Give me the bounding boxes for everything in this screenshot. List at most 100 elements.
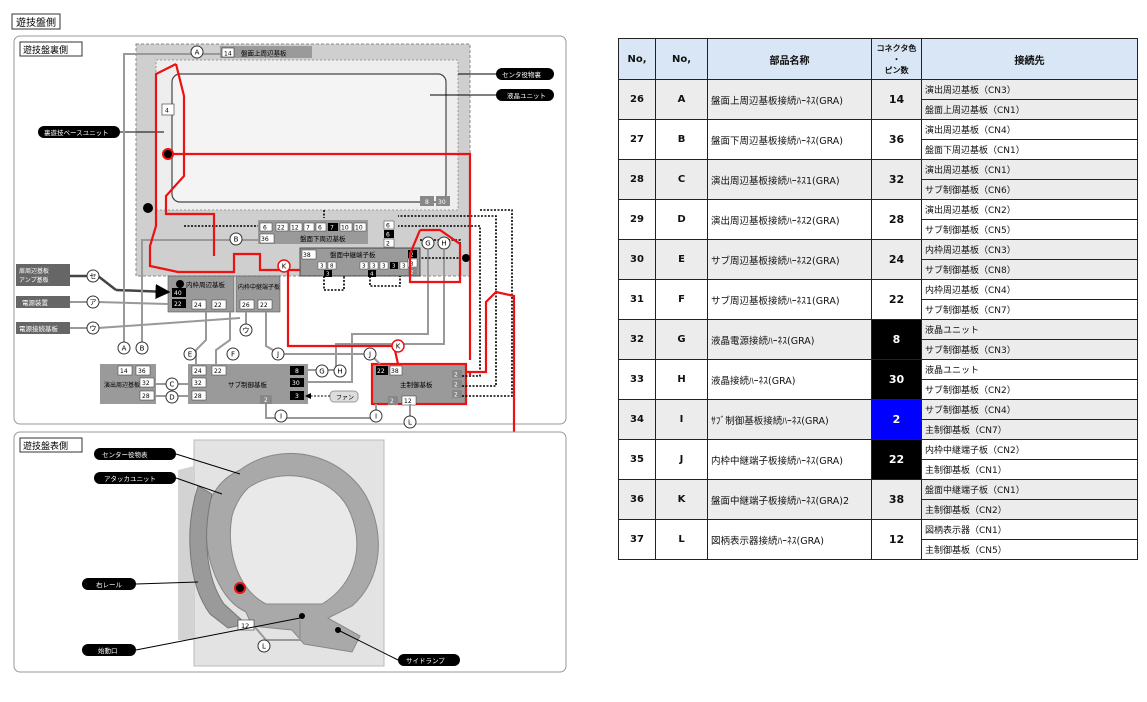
board-lower-label: 盤面下周辺基板 <box>300 234 346 243</box>
pin-lower-3: 6 <box>318 225 322 232</box>
header-id: No, <box>655 38 708 80</box>
bubble-a1: A <box>195 49 200 57</box>
pin-perf-32: 32 <box>142 380 150 387</box>
row-pins: 14 <box>871 79 922 120</box>
table-row-sub: サブ制御基板（CN6） <box>619 179 1138 200</box>
bubble-u2: ウ <box>90 325 97 333</box>
pin-perf-28: 28 <box>142 393 150 400</box>
pin-relay-s1: 4 <box>370 272 374 278</box>
front-panel-title: 遊技盤表側 <box>23 440 68 452</box>
row-pins: 8 <box>871 319 922 360</box>
pin-lower-5: 10 <box>341 225 349 232</box>
bubble-g1: G <box>319 368 324 376</box>
pin-ir-22: 22 <box>260 302 268 309</box>
label-back-base: 裏遊技ベースユニット <box>44 128 109 137</box>
row-id: H <box>655 359 708 400</box>
bubble-b1: B <box>234 236 239 244</box>
row-id: I <box>655 399 708 440</box>
bubble-j1: J <box>276 351 279 359</box>
pin-main-r2: 2 <box>454 392 458 399</box>
pin-relay-1: 8 <box>330 264 334 270</box>
pin-sub-24: 24 <box>194 368 202 375</box>
row-pins: 2 <box>871 399 922 440</box>
label-power: 電源装置 <box>22 298 49 307</box>
row-no: 34 <box>618 399 656 440</box>
table-row-sub: 盤面上周辺基板（CN1） <box>619 99 1138 120</box>
row-name: 内枠中継端子板接続ﾊｰﾈｽ(GRA) <box>707 439 872 480</box>
row-id: L <box>655 519 708 560</box>
label-front-center: センター役物表 <box>102 450 148 459</box>
bubble-f: F <box>231 351 235 359</box>
pin-ip-22: 22 <box>174 301 182 308</box>
pin-lcd-30: 30 <box>438 199 446 206</box>
pin-relay-r0: 2 <box>410 253 414 259</box>
row-dest-to: 主制御基板（CN1） <box>921 459 1138 480</box>
row-dest-to: サブ制御基板（CN3） <box>921 339 1138 360</box>
row-dest-to: サブ制御基板（CN6） <box>921 179 1138 200</box>
pin-upper-a: 14 <box>224 51 232 58</box>
pin-lower-1: 12 <box>291 225 299 232</box>
row-no: 32 <box>618 319 656 360</box>
row-name: 図柄表示器接続ﾊｰﾈｽ(GRA) <box>707 519 872 560</box>
bubble-e: E <box>188 351 192 359</box>
row-name: 演出周辺基板接続ﾊｰﾈｽ1(GRA) <box>707 159 872 200</box>
board-sub-ctrl-label: サブ制御基板 <box>228 380 268 389</box>
row-dest-to: 主制御基板（CN2） <box>921 499 1138 520</box>
header-name: 部品名称 <box>707 38 872 80</box>
row-dest-from: 液晶ユニット <box>921 359 1138 380</box>
row-dest-from: 内枠中継端子板（CN2） <box>921 439 1138 460</box>
pin-lower-r0: 6 <box>386 223 390 230</box>
header-connector: コネクタ色 ・ ピン数 <box>871 38 922 80</box>
label-fan: ファン <box>336 395 354 402</box>
bubble-k1: K <box>282 263 287 271</box>
wiring-diagram: 遊技盤側 遊技盤裏側 14 盤面上周辺基板 4 8 30 6 22 12 7 6… <box>11 13 567 673</box>
row-pins: 30 <box>871 359 922 400</box>
pin-ip-24: 24 <box>194 302 202 309</box>
row-dest-to: サブ制御基板（CN2） <box>921 379 1138 400</box>
row-name: 盤面中継端子板接続ﾊｰﾈｽ(GRA)2 <box>707 479 872 520</box>
bubble-d: D <box>169 394 174 402</box>
row-dest-from: 液晶ユニット <box>921 319 1138 340</box>
row-id: F <box>655 279 708 320</box>
pin-lower-36: 36 <box>261 236 269 243</box>
row-dest-from: 内枠周辺基板（CN3） <box>921 239 1138 260</box>
pin-relay-6: 3 <box>402 264 406 270</box>
row-dest-to: サブ制御基板（CN5） <box>921 219 1138 240</box>
board-perf-label: 演出周辺基板 <box>104 381 140 389</box>
pin-relay-s0: 3 <box>326 272 330 278</box>
pin-sub-8: 8 <box>295 368 299 375</box>
row-dest-to: サブ制御基板（CN7） <box>921 299 1138 320</box>
row-no: 37 <box>618 519 656 560</box>
row-dest-from: 演出周辺基板（CN1） <box>921 159 1138 180</box>
row-dest-to: 主制御基板（CN5） <box>921 539 1138 560</box>
pin-lower-r1: 6 <box>386 232 390 239</box>
pin-lower-4: 7 <box>330 225 334 232</box>
relay-pins: 3 8 3 3 3 3 3 3 4 2 3 2 <box>317 250 418 278</box>
pin-sub-32: 32 <box>194 380 202 387</box>
pin-lower-r2: 2 <box>386 241 390 248</box>
bubble-b2: B <box>140 345 145 353</box>
row-no: 28 <box>618 159 656 200</box>
sheet-title: 遊技盤側 <box>16 16 56 29</box>
header-no: No, <box>618 38 656 80</box>
pin-relay-3: 3 <box>372 264 376 270</box>
lcd-screen <box>171 73 447 203</box>
front-pin: 12 <box>241 622 249 630</box>
pin-relay-r1: 3 <box>410 262 414 268</box>
bubble-h1: H <box>337 368 342 376</box>
label-start-port: 始動口 <box>98 646 118 655</box>
row-no: 27 <box>618 119 656 160</box>
row-pins: 32 <box>871 159 922 200</box>
header-dest: 接続先 <box>921 38 1138 80</box>
pin-lower-6: 6 <box>263 225 267 232</box>
bubble-h2: H <box>441 240 446 248</box>
pin-main-22: 22 <box>377 368 385 375</box>
row-name: サブ周辺基板接続ﾊｰﾈｽ1(GRA) <box>707 279 872 320</box>
row-dest-to: サブ制御基板（CN8） <box>921 259 1138 280</box>
pin-relay-0: 3 <box>320 264 324 270</box>
